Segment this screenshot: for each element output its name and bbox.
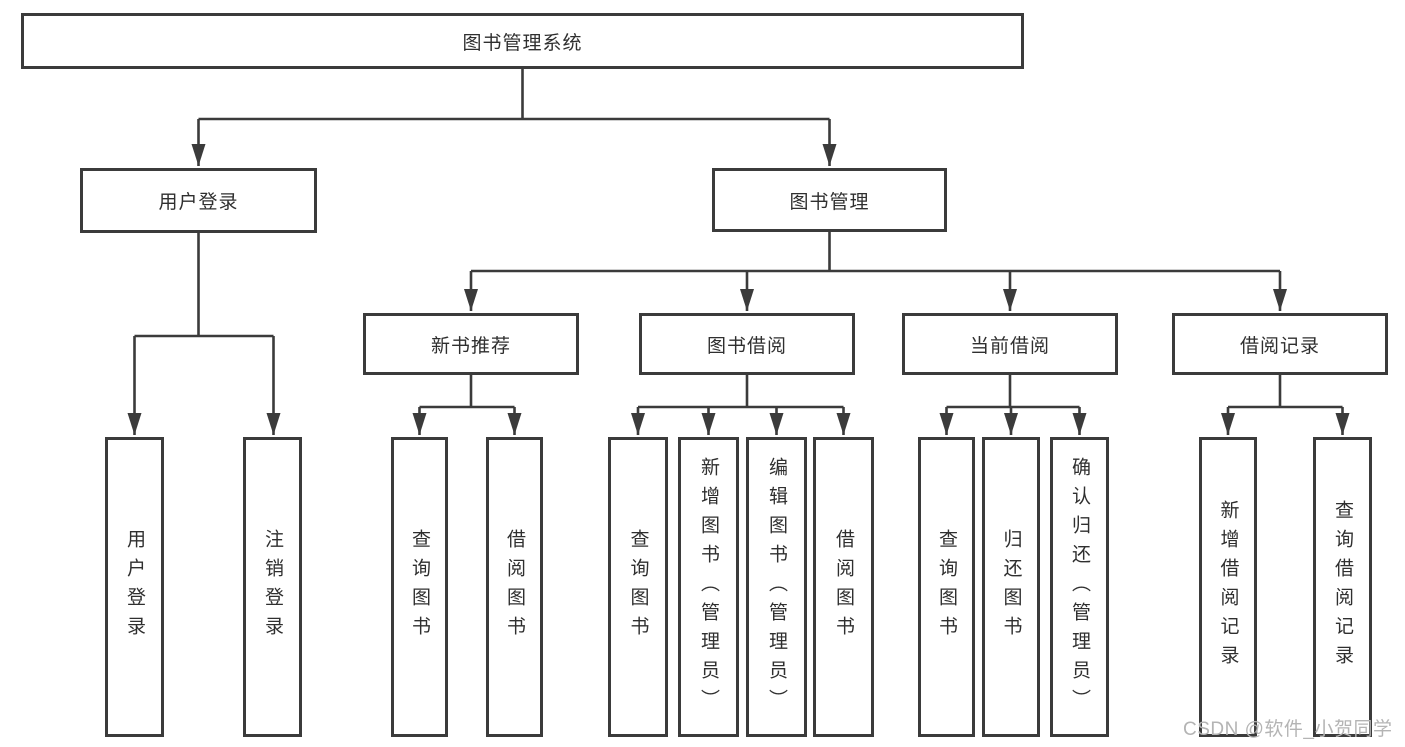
node-user-login: 用户登录 bbox=[80, 168, 317, 233]
leaf-newbook-borrow-books: 借阅图书 bbox=[486, 437, 543, 737]
leaf-borrow-query-books: 查询图书 bbox=[608, 437, 668, 737]
node-library-management-system: 图书管理系统 bbox=[21, 13, 1024, 69]
node-current-borrow: 当前借阅 bbox=[902, 313, 1118, 375]
leaf-logout-login: 注销登录 bbox=[243, 437, 302, 737]
node-borrow-history: 借阅记录 bbox=[1172, 313, 1388, 375]
leaf-borrow-borrow-books: 借阅图书 bbox=[813, 437, 874, 737]
leaf-history-add-record: 新增借阅记录 bbox=[1199, 437, 1257, 737]
leaf-user-login: 用户登录 bbox=[105, 437, 164, 737]
leaf-borrow-add-books-admin: 新增图书（管理员） bbox=[678, 437, 739, 737]
leaf-history-query-record: 查询借阅记录 bbox=[1313, 437, 1372, 737]
node-new-book-recommend: 新书推荐 bbox=[363, 313, 579, 375]
leaf-current-confirm-return-admin: 确认归还（管理员） bbox=[1050, 437, 1109, 737]
csdn-watermark: CSDN @软件_小贺同学 bbox=[1183, 719, 1393, 740]
node-book-management: 图书管理 bbox=[712, 168, 947, 232]
leaf-current-return-books: 归还图书 bbox=[982, 437, 1040, 737]
node-book-borrow: 图书借阅 bbox=[639, 313, 855, 375]
leaf-borrow-edit-books-admin: 编辑图书（管理员） bbox=[746, 437, 807, 737]
leaf-newbook-query-books: 查询图书 bbox=[391, 437, 448, 737]
leaf-current-query-books: 查询图书 bbox=[918, 437, 975, 737]
